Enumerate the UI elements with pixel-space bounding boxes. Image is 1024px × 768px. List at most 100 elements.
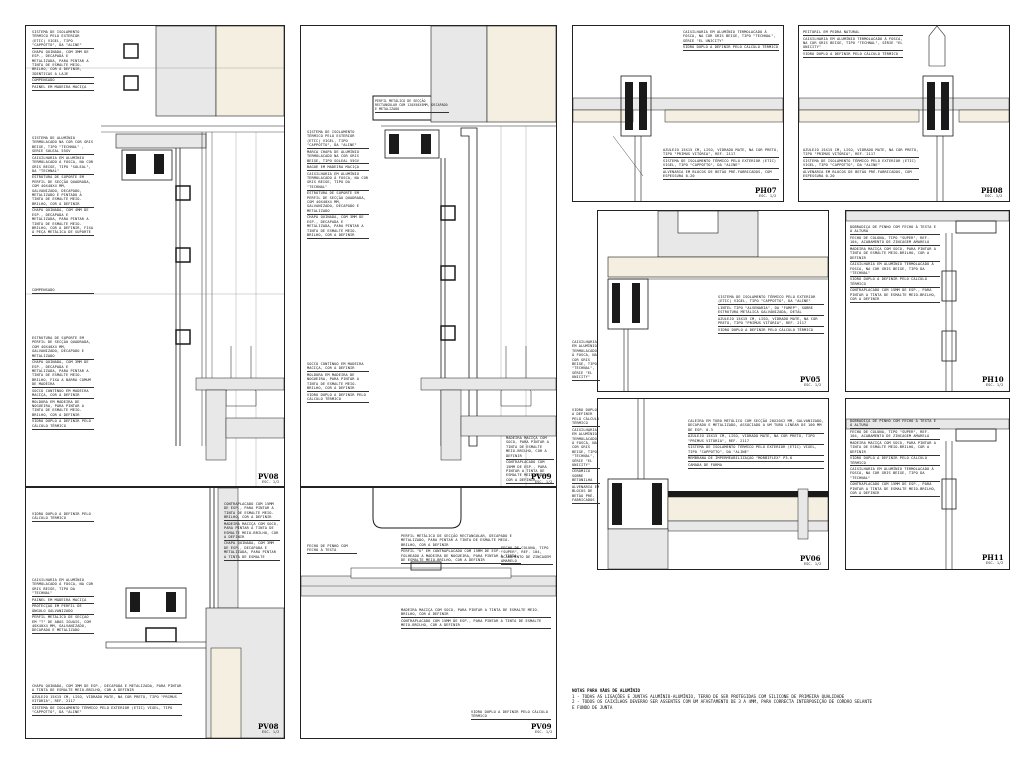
annotation: AZULEJO 15x15 cm, LISO, VIDRADO MATE, NA… (663, 148, 779, 159)
annotation: SISTEMA DE ISOLAMENTO TÉRMICO PELO EXTER… (718, 295, 824, 306)
pv09-bottom-annotations-low: MADEIRA MACIÇA COM SOCO, PARA PINTAR A T… (401, 608, 551, 630)
pv06-drawing (607, 399, 828, 569)
panel-scale: ESC. 1/2 (986, 383, 1004, 387)
annotation: COMPENSADO (32, 78, 94, 85)
annotation: VIDRO DUPLO A DEFINIR PELO CÁLCULO TÉRMI… (307, 393, 369, 403)
panel-ph08: PEITORIL EM PEDRA NATURAL CAIXILHARIA EM… (798, 25, 1010, 202)
note-item: 2 - TODOS OS CAIXILHOS DEVERÃO SER ASSEN… (572, 699, 873, 710)
annotation: PROTECÇÃO EM PERFIL DE ÂNGULO GALVANIZAD… (32, 604, 94, 615)
pv05-drawing (607, 211, 828, 391)
annotation: MADEIRA MACIÇA COM SOCO, PARA PINTAR A T… (850, 247, 940, 262)
ph10-annotations: DOBRADIÇA DE PINHO COM FECHO À TESTA E À… (850, 225, 940, 304)
annotation: CONTRAPLACADO COM 15mm DE ESP., PARA PIN… (224, 502, 280, 522)
annotation: CERÂMICO SOBRE BETONILHA (572, 469, 600, 485)
annotation: SISTEMA DE ISOLAMENTO TÉRMICO PELO EXTER… (32, 30, 94, 50)
annotation: MOLDURA EM MADEIRA DE NOGUEIRA, PARA PIN… (307, 373, 369, 393)
annotation: CAIXILHARIA EM ALUMÍNIO TERMOLACADO À FO… (572, 428, 600, 469)
panel-pv06: CALEIRA EM TUBO METÁLICO COM SECÇÃO 20x2… (597, 398, 829, 570)
annotation: SISTEMA DE ISOLAMENTO TÉRMICO PELO EXTER… (307, 130, 369, 150)
ph08-drawing (799, 26, 1009, 201)
pv09-bottom-annotations-top: PERFIL METÁLICO DE SECÇÃO RECTANGULAR, D… (401, 534, 521, 565)
panel-scale: ESC. 1/2 (804, 383, 822, 387)
panel-label: PV08 (258, 472, 279, 481)
annotation: MADEIRA MACIÇA COM SOCO, PARA PINTAR A T… (506, 436, 554, 460)
pv08-bottom-annotations: VIDRO DUPLO A DEFINIR PELO CÁLCULO TÉRMI… (32, 512, 94, 523)
annotation: MADEIRA MACIÇA COM SOCO, PARA PINTAR A T… (224, 521, 280, 541)
annotation: BAGUE EM MADEIRA MACIÇA (307, 165, 369, 171)
pv09-bottom-annotation-fecho: FECHO DE COLUNA, TIPO "SUPER", REF. 104,… (501, 546, 553, 566)
annotation: FECHO DE PINHO COM FECHO À TESTA (307, 544, 357, 555)
panel-scale: ESC. 1/2 (535, 730, 553, 734)
pv09-top-annotations-low: SOCCO CONTÍNUO EM MADEIRA MACIÇA, COR A … (307, 362, 369, 404)
annotation: ALVENARIA EM BLOCOS DE BETÃO PRÉ-FABRICA… (803, 170, 919, 181)
annotation: CAIXILHARIA EM ALUMÍNIO TERMOLACADO À FO… (32, 578, 94, 598)
annotation: PAINEL EM MADEIRA MACIÇA (32, 598, 94, 604)
annotation: SOCCO CONTÍNUO EM MADEIRA MACIÇA, COR A … (307, 362, 369, 373)
annotation: AZULEJO 15x15 cm, LISO, VIDRADO MATE, NA… (718, 317, 824, 328)
annotation: VIDRO DUPLO A DEFINIR PELO CÁLCULO TÉRMI… (32, 512, 94, 523)
annotation: MADEIRA MACIÇA COM SOCO, PARA PINTAR A T… (850, 441, 940, 456)
annotation: SISTEMA DE ISOLAMENTO TÉRMICO PELO EXTER… (688, 445, 824, 456)
annotation: LINTEL TIPO "ALVENARIA", DA "FAMEP", SOB… (718, 306, 824, 317)
annotation: CHAPA QUINADA, COM 3mm DE ESP., DECAPADA… (307, 215, 369, 239)
panel-scale: ESC. 1/2 (759, 194, 777, 198)
panel-pv09-bottom: PERFIL METÁLICO DE SECÇÃO RECTANGULAR, D… (300, 487, 557, 739)
pv06-annotations-left: VIDRO DUPLO A DEFINIR PELO CÁLCULO TÉRMI… (572, 408, 600, 505)
panel-pv09-top: PERFIL METÁLICO DE SECÇÃO RECTANGULAR CO… (300, 25, 557, 487)
ph10-drawing (846, 211, 1009, 391)
panel-scale: ESC. 1/2 (986, 561, 1004, 565)
annotation: DOBRADIÇA DE PINHO COM FECHO À TESTA E À… (850, 225, 940, 236)
panel-scale: ESC. 1/2 (985, 194, 1003, 198)
ph08-annotations-low: AZULEJO 15x15 cm, LISO, VIDRADO MATE, NA… (803, 148, 919, 181)
annotation: CHAPA QUINADA, COM 3mm DE ESP., DECAPADA… (32, 684, 182, 695)
annotation: CONTRAPLACADO COM 15mm DE ESP., PARA PIN… (401, 619, 551, 630)
annotation: SISTEMA DE ALUMÍNIO TERMOLACADO NA COR C… (32, 136, 94, 156)
annotation: CONTRAPLACADO COM 15mm DE ESP., PARA PIN… (850, 482, 940, 498)
annotation: AZULEJO 15x15 cm, LISO, VIDRADO MATE, NA… (803, 148, 919, 159)
ph08-annotations-top: PEITORIL EM PEDRA NATURAL CAIXILHARIA EM… (803, 30, 903, 58)
annotation: FECHO DE COLUNA, TIPO "SUPER", REF. 104,… (501, 546, 553, 566)
pv09-top-drawing (372, 26, 556, 486)
pv09-top-annotations: SISTEMA DE ISOLAMENTO TÉRMICO PELO EXTER… (307, 130, 369, 240)
annotation: AZULEJO 15x15 cm, LISO, VIDRADO MATE, NA… (32, 695, 182, 706)
annotation: PAINEL EM MADEIRA MACIÇA (32, 85, 94, 91)
notes-title: NOTAS PARA VÃOS DE ALUMÍNIO (572, 688, 641, 693)
pv09-bottom-annotation-left: FECHO DE PINHO COM FECHO À TESTA (307, 544, 357, 555)
panel-ph07: CAIXILHARIA EM ALUMÍNIO TERMOLACADO À FO… (572, 25, 784, 202)
annotation: ESTRUTURA DE SUPORTE EM PERFIL DE SECÇÃO… (32, 336, 94, 360)
pv08-bottom-annotations-low: CHAPA QUINADA, COM 3mm DE ESP., DECAPADA… (32, 684, 182, 717)
annotation: PERFIL METÁLICO DE SECÇÃO RECTANGULAR CO… (375, 99, 449, 113)
annotation: CHAPA QUINADA, COM 3mm DE ESP., DECAPADA… (32, 360, 94, 389)
aluminium-notes: NOTAS PARA VÃOS DE ALUMÍNIO 1 - TODAS AS… (572, 688, 872, 710)
annotation: CONTRAPLACADO COM 15mm DE ESP., PARA PIN… (506, 460, 554, 484)
annotation: CHAPA QUINADA, COM 3mm DE ESP., DECAPADA… (32, 50, 94, 78)
panel-ph11: DOBRADIÇA DE PINHO COM FECHO À TESTA E À… (845, 398, 1010, 570)
annotation: MADEIRA MACIÇA COM SOCO, PARA PINTAR A T… (401, 608, 551, 619)
annotation: DOBRADIÇA DE PINHO COM FECHO À TESTA E À… (850, 419, 940, 430)
annotation: CAIXILHARIA EM ALUMÍNIO TERMOLACADO À FO… (803, 36, 903, 52)
pv09-bottom-drawing (301, 488, 556, 597)
panel-pv08-top: SISTEMA DE ISOLAMENTO TÉRMICO PELO EXTER… (25, 25, 285, 487)
annotation: VIDRO DUPLO A DEFINIR PELO CÁLCULO TÉRMI… (803, 52, 903, 58)
pv08-bottom-drawing (105, 488, 284, 738)
annotation: VIDRO DUPLO A DEFINIR PELO CÁLCULO TÉRMI… (718, 328, 824, 334)
annotation: AZULEJO 15x15 cm, LISO, VIDRADO MATE, NA… (688, 434, 824, 445)
panel-pv05: SISTEMA DE ISOLAMENTO TÉRMICO PELO EXTER… (597, 210, 829, 392)
pv05-annotations: SISTEMA DE ISOLAMENTO TÉRMICO PELO EXTER… (718, 295, 824, 334)
pv08-top-annotations-mid: SISTEMA DE ALUMÍNIO TERMOLACADO NA COR C… (32, 136, 94, 237)
annotation: PERFIL METÁLICO DE SECÇÃO RECTANGULAR, D… (401, 534, 521, 549)
pv09-top-profile-label: PERFIL METÁLICO DE SECÇÃO RECTANGULAR CO… (375, 99, 449, 113)
panel-scale: ESC. 1/2 (535, 480, 553, 484)
panel-label: PV09 (531, 722, 552, 731)
panel-label: PV08 (258, 722, 279, 731)
annotation: PERFIL METÁLICO DE SECÇÃO EM "T" DE ABAS… (32, 615, 94, 635)
pv09-top-annotations-right: MADEIRA MACIÇA COM SOCO, PARA PINTAR A T… (506, 436, 554, 484)
annotation: CALEIRA EM TUBO METÁLICO COM SECÇÃO 20x2… (688, 419, 824, 434)
annotation: CAIXILHARIA EM ALUMÍNIO TERMOLACADO À FO… (32, 155, 94, 175)
annotation: FECHO DE COLUNA, TIPO "SUPER", REF. 104,… (850, 430, 940, 441)
ph11-annotations: DOBRADIÇA DE PINHO COM FECHO À TESTA E À… (850, 419, 940, 498)
annotation: CAMADA DE FORMA (688, 463, 824, 469)
panel-label: PV06 (800, 554, 821, 563)
annotation: CAIXILHARIA EM ALUMÍNIO TERMOLACADO À FO… (850, 467, 940, 482)
annotation: SOCCO CONTÍNUO EM MADEIRA MACIÇA, COR A … (32, 389, 94, 399)
